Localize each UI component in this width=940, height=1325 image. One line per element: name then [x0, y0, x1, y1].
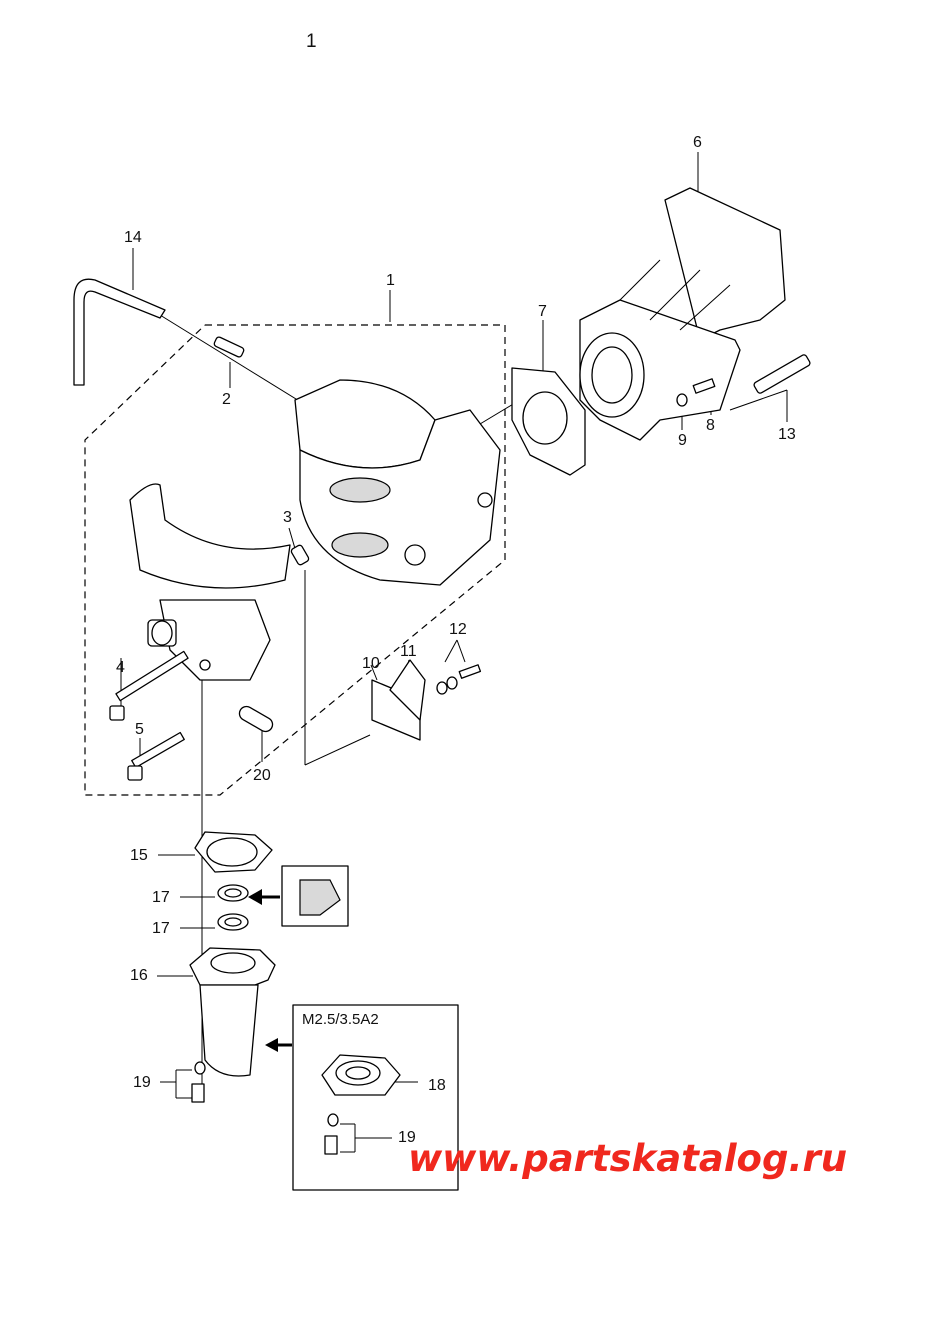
reed-valve	[371, 659, 426, 741]
variant-box	[292, 1004, 459, 1191]
dowel-pin	[290, 544, 310, 566]
callout-4: 4	[116, 659, 125, 676]
callout-19: 19	[133, 1074, 151, 1091]
callout-14: 14	[124, 229, 142, 246]
bolt-medium	[127, 731, 185, 781]
callout-6: 6	[693, 134, 702, 151]
screws-19-variant	[324, 1113, 339, 1155]
bearing-housing	[189, 947, 276, 1077]
callout-5: 5	[135, 721, 144, 738]
callout-9: 9	[678, 432, 687, 449]
screws-12	[436, 664, 482, 695]
callout-17-upper: 17	[152, 889, 170, 906]
callout-16: 16	[130, 967, 148, 984]
callout-8: 8	[706, 417, 715, 434]
oil-seal-upper	[217, 884, 249, 902]
callout-10: 10	[362, 655, 380, 672]
oil-seal-lower	[217, 913, 249, 931]
callout-17-lower: 17	[152, 920, 170, 937]
callout-2: 2	[222, 391, 231, 408]
variant-label: M2.5/3.5A2	[302, 1011, 379, 1028]
callout-13: 13	[778, 426, 796, 443]
callout-1: 1	[386, 272, 395, 289]
bearing-housing-variant	[321, 1054, 401, 1096]
small-bolt	[692, 378, 716, 394]
washer-9	[676, 393, 688, 407]
callout-7: 7	[538, 303, 547, 320]
gasket	[511, 367, 586, 476]
pin-20	[238, 705, 274, 733]
callout-12: 12	[449, 621, 467, 638]
housing-lower	[129, 483, 291, 681]
housing-upper	[294, 379, 501, 586]
cylinder	[579, 187, 786, 441]
page-number: 1	[306, 31, 317, 52]
spark-plug	[753, 354, 811, 394]
screws-19	[191, 1061, 206, 1103]
callout-20: 20	[253, 767, 271, 784]
callout-18: 18	[428, 1077, 446, 1094]
bolt-long	[109, 650, 189, 721]
callout-11: 11	[400, 643, 417, 660]
fuel-hose	[73, 278, 166, 386]
assembly-boundary	[84, 324, 506, 796]
callout-19-variant: 19	[398, 1129, 416, 1146]
callout-15: 15	[130, 847, 148, 864]
callout-3: 3	[283, 509, 292, 526]
watermark: www.partskatalog.ru	[408, 1137, 848, 1180]
hose-joint	[213, 336, 245, 358]
